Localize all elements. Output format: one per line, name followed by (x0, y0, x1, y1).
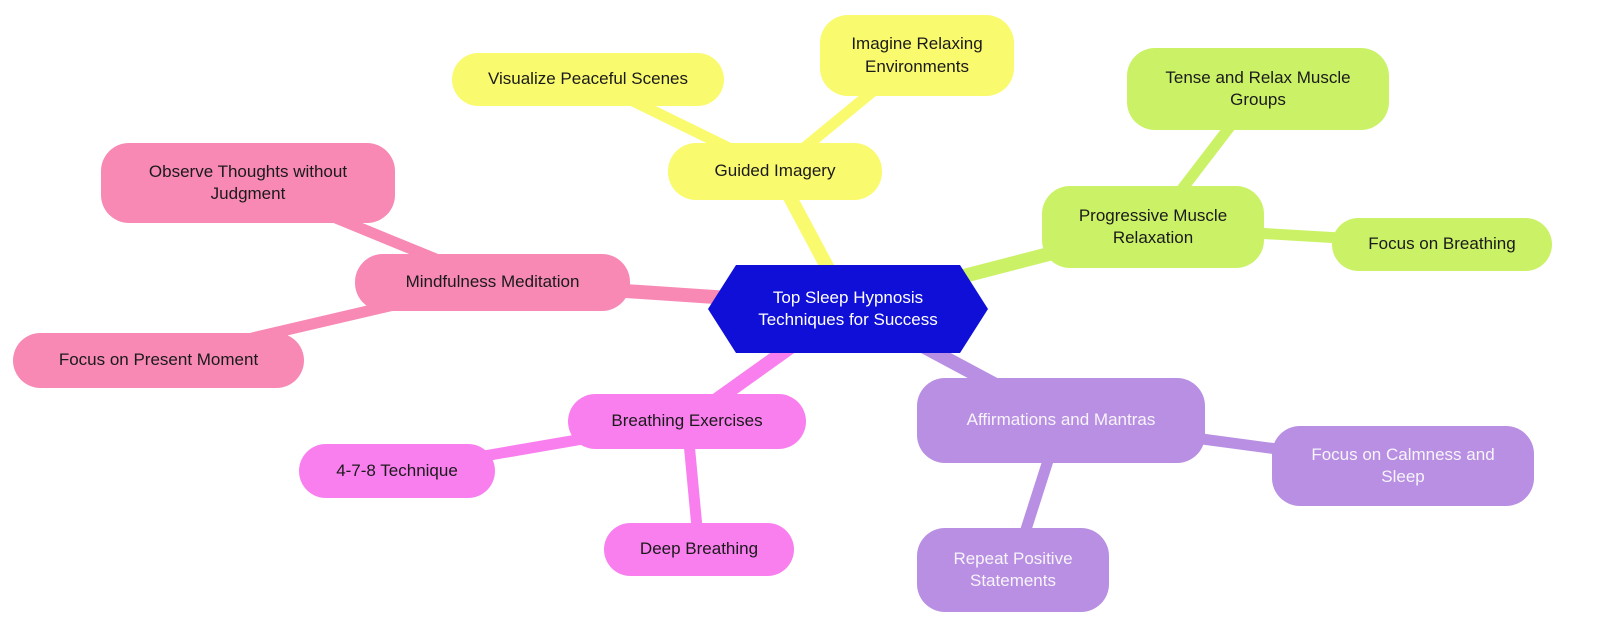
node-label: Top Sleep Hypnosis Techniques for Succes… (758, 287, 938, 329)
node-root-top-sleep-hypnosis-techniques: Top Sleep Hypnosis Techniques for Succes… (708, 265, 988, 353)
node-label: Visualize Peaceful Scenes (487, 69, 689, 89)
node-label: Imagine Relaxing Environments (851, 34, 983, 76)
node-label: Deep Breathing (639, 539, 759, 559)
node-label: Focus on Breathing (1368, 234, 1516, 254)
node-label: Mindfulness Meditation (405, 272, 580, 292)
node-focus-on-breathing: Focus on Breathing (1332, 218, 1552, 271)
node-deep-breathing: Deep Breathing (604, 523, 794, 576)
node-repeat-positive-statements: Repeat Positive Statements (917, 528, 1109, 612)
node-label: Observe Thoughts without Judgment (148, 161, 348, 203)
node-label: Repeat Positive Statements (953, 548, 1073, 590)
node-mindfulness-meditation: Mindfulness Meditation (355, 254, 630, 311)
node-progressive-muscle-relaxation: Progressive Muscle Relaxation (1042, 186, 1264, 268)
node-label: Focus on Present Moment (58, 350, 259, 370)
node-breathing-exercises: Breathing Exercises (568, 394, 806, 449)
node-label: Breathing Exercises (611, 411, 763, 431)
node-label: Progressive Muscle Relaxation (1078, 205, 1228, 247)
node-focus-on-present-moment: Focus on Present Moment (13, 333, 304, 388)
node-label: Guided Imagery (714, 161, 836, 181)
node-affirmations-and-mantras: Affirmations and Mantras (917, 378, 1205, 463)
node-guided-imagery: Guided Imagery (668, 143, 882, 200)
node-tense-and-relax-muscle-groups: Tense and Relax Muscle Groups (1127, 48, 1389, 130)
node-imagine-relaxing-environments: Imagine Relaxing Environments (820, 15, 1014, 96)
node-label: Focus on Calmness and Sleep (1311, 444, 1495, 486)
node-observe-thoughts-without-judgment: Observe Thoughts without Judgment (101, 143, 395, 223)
node-visualize-peaceful-scenes: Visualize Peaceful Scenes (452, 53, 724, 106)
node-478-technique: 4-7-8 Technique (299, 444, 495, 498)
node-label: 4-7-8 Technique (336, 460, 458, 480)
node-focus-on-calmness-and-sleep: Focus on Calmness and Sleep (1272, 426, 1534, 506)
node-label: Affirmations and Mantras (966, 410, 1156, 430)
node-label: Tense and Relax Muscle Groups (1165, 67, 1351, 109)
